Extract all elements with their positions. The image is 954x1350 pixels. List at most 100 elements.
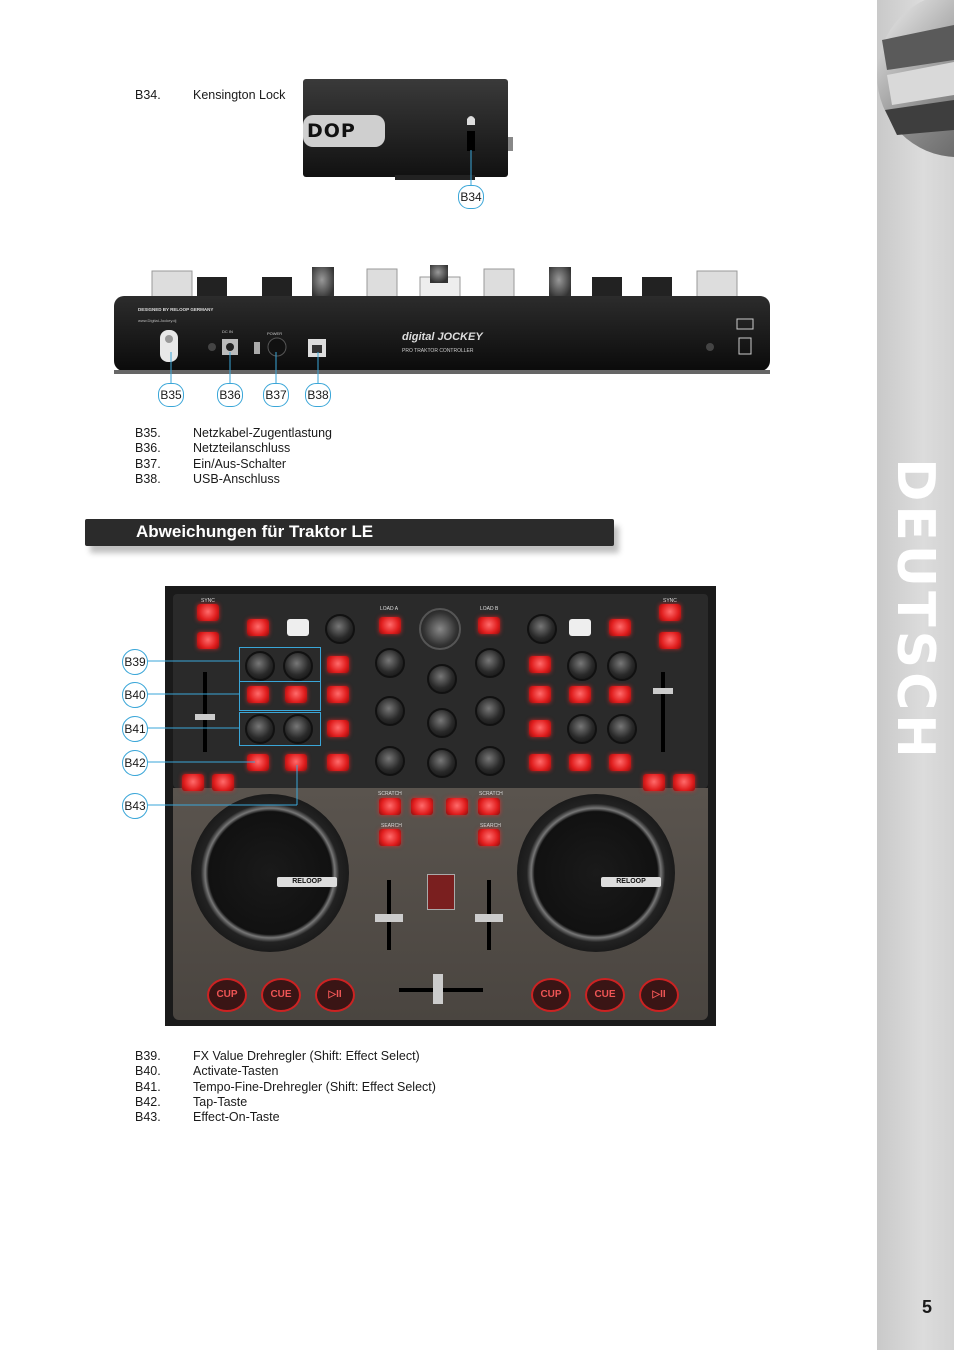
pitch-bend-plus-right[interactable] (673, 774, 695, 791)
pitch-fader-cap-right[interactable] (653, 688, 673, 694)
mix-knob[interactable] (427, 748, 457, 778)
phones-knob[interactable] (427, 708, 457, 738)
legend-number: B42. (135, 1094, 161, 1109)
brand-logo-text: digital JOCKEY (402, 331, 483, 343)
load-a-label: LOAD A (380, 606, 399, 612)
high-eq-knob-b[interactable] (475, 648, 505, 678)
high-eq-knob-a[interactable] (375, 648, 405, 678)
jog-wheel-right[interactable] (517, 794, 675, 952)
crossfader[interactable] (433, 974, 443, 1004)
gain-knob-right[interactable] (527, 614, 557, 644)
scratch-button-left[interactable] (379, 798, 401, 815)
sync-button-left[interactable] (197, 604, 219, 621)
load-a-button[interactable] (379, 617, 401, 634)
fx-value-knob-1-left[interactable] (245, 651, 275, 681)
power-label: POWER (267, 331, 283, 336)
channel-fader-a[interactable] (375, 914, 403, 922)
fx-on-button-left[interactable] (285, 754, 307, 771)
activate-2-button-left[interactable] (285, 686, 307, 703)
tempo-fine-knob-1-right[interactable] (567, 714, 597, 744)
fx-value-knob-1-right[interactable] (567, 651, 597, 681)
callout-b41: B41 (122, 716, 148, 742)
cup-button-right[interactable]: CUP (531, 978, 571, 1012)
scratch-label-right: SCRATCH (479, 791, 503, 797)
low-eq-knob-b[interactable] (475, 746, 505, 776)
device-side-illustration (303, 79, 513, 180)
play-button-right[interactable]: ▷II (639, 978, 679, 1012)
legend-number: B43. (135, 1110, 161, 1125)
pitch-bend-minus-left[interactable] (182, 774, 204, 791)
pitch-bend-plus-left[interactable] (212, 774, 234, 791)
master-knob[interactable] (427, 664, 457, 694)
activate-2-button-right[interactable] (609, 686, 631, 703)
load-b-button[interactable] (478, 617, 500, 634)
pitch-bend-minus-right[interactable] (643, 774, 665, 791)
search-button-right[interactable] (478, 829, 500, 846)
legend-row: B43.Effect-On-Taste (135, 1110, 436, 1125)
out-button-right[interactable] (529, 686, 551, 703)
in-button-left[interactable] (327, 656, 349, 673)
play-button-left[interactable]: ▷II (315, 978, 355, 1012)
search-button-left[interactable] (379, 829, 401, 846)
auto-loop-button-right[interactable] (529, 720, 551, 737)
tempo-fine-knob-2-left[interactable] (283, 714, 313, 744)
channel-fader-b[interactable] (475, 914, 503, 922)
load-b-label: LOAD B (480, 606, 499, 612)
legend-row: B37.Ein/Aus-Schalter (135, 457, 332, 472)
tempo-fine-knob-2-right[interactable] (607, 714, 637, 744)
tempo-fine-knob-1-left[interactable] (245, 714, 275, 744)
low-eq-knob-a[interactable] (375, 746, 405, 776)
jog-wheel-left[interactable] (191, 794, 349, 952)
callout-b40: B40 (122, 682, 148, 708)
browse-encoder[interactable] (419, 608, 461, 650)
callout-b37: B37 (263, 383, 289, 407)
tap-button-left[interactable] (247, 754, 269, 771)
cue-button-left[interactable]: CUE (261, 978, 301, 1012)
gain-knob-left[interactable] (325, 614, 355, 644)
callout-b34: B34 (458, 185, 484, 209)
legend-label: Activate-Tasten (193, 1064, 279, 1079)
center-logo-icon (427, 874, 455, 910)
activate-1-button-left[interactable] (247, 686, 269, 703)
master-button-left[interactable] (197, 632, 219, 649)
loop-active-button-left[interactable] (327, 754, 349, 771)
dc-in-label: DC IN (222, 329, 233, 334)
brand-emblem-icon (877, 0, 954, 157)
out-button-left[interactable] (327, 686, 349, 703)
legend-number: B40. (135, 1064, 161, 1079)
designed-by-text: DESIGNED BY RELOOP GERMANY (138, 307, 214, 312)
fx-on-button-right[interactable] (609, 754, 631, 771)
master-button-right[interactable] (659, 632, 681, 649)
section-heading-banner: Abweichungen für Traktor LE (85, 519, 614, 546)
fx-button-2[interactable] (446, 798, 468, 815)
callout-b35: B35 (158, 383, 184, 407)
tap-button-right[interactable] (569, 754, 591, 771)
legend-b35-b38: B35.Netzkabel-Zugentlastung B36.Netzteil… (135, 426, 332, 487)
scratch-button-right[interactable] (478, 798, 500, 815)
legend-b39-b43: B39.FX Value Drehregler (Shift: Effect S… (135, 1049, 436, 1125)
cup-button-left[interactable]: CUP (207, 978, 247, 1012)
shift-button-right[interactable] (569, 619, 591, 636)
shift-button-left[interactable] (287, 619, 309, 636)
legend-label: Kensington Lock (193, 88, 286, 102)
cue-button-deck-right[interactable] (609, 619, 631, 636)
in-button-right[interactable] (529, 656, 551, 673)
fx-value-knob-2-right[interactable] (607, 651, 637, 681)
pitch-fader-cap-left[interactable] (195, 714, 215, 720)
fx-value-knob-2-left[interactable] (283, 651, 313, 681)
legend-label: FX Value Drehregler (Shift: Effect Selec… (193, 1049, 420, 1063)
legend-label: Tempo-Fine-Drehregler (Shift: Effect Sel… (193, 1079, 436, 1094)
legend-row: B42.Tap-Taste (135, 1095, 436, 1110)
legend-row: B36.Netzteilanschluss (135, 441, 332, 456)
auto-loop-button-left[interactable] (327, 720, 349, 737)
fx-button-1[interactable] (411, 798, 433, 815)
cue-button-deck-left[interactable] (247, 619, 269, 636)
controller-image: RELOOP RELOOP CUP CUE ▷II CUP CUE ▷II SC… (165, 586, 716, 1026)
sync-button-right[interactable] (659, 604, 681, 621)
cue-button-right[interactable]: CUE (585, 978, 625, 1012)
loop-active-button-right[interactable] (529, 754, 551, 771)
section-heading: Abweichungen für Traktor LE (136, 522, 374, 541)
mid-eq-knob-b[interactable] (475, 696, 505, 726)
activate-1-button-right[interactable] (569, 686, 591, 703)
mid-eq-knob-a[interactable] (375, 696, 405, 726)
